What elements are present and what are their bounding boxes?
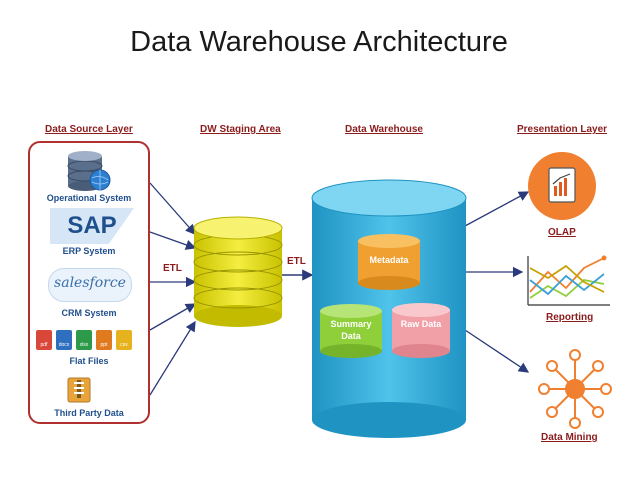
presentation-layer-header: Presentation Layer [517,124,608,135]
sap-logo-text: SAP [67,212,117,239]
metadata-label: Metadata [369,255,409,265]
metadata-cylinder [358,234,420,290]
etl-label-left: ETL [163,263,182,274]
raw-data-label: Raw Data [400,319,442,329]
raw-data-cylinder [392,303,450,358]
olap-icon [528,152,596,220]
source-label-operational: Operational System [46,193,132,203]
output-arrows [464,191,530,373]
reporting-label: Reporting [546,312,594,323]
data-source-layer-header: Data Source Layer [45,124,133,135]
data-mining-network-icon [538,349,612,429]
salesforce-logo: salesforce [48,268,132,302]
etl-label-right: ETL [287,256,306,267]
staging-database-stack [193,216,283,327]
salesforce-logo-text: salesforce [54,275,126,291]
flat-files-icons: pdf docx xlsx ppt csv [36,330,146,352]
summary-data-label: Summary Data [330,319,372,341]
data-mining-label: Data Mining [541,432,598,443]
archive-file-icon [67,377,91,403]
database-icon [67,151,111,191]
page-title: Data Warehouse Architecture [130,26,508,58]
source-arrows [149,182,197,396]
csv-file-icon: csv [116,330,132,350]
summary-data-cylinder [320,304,382,358]
source-label-third-party: Third Party Data [54,408,124,418]
source-label-flat-files: Flat Files [69,356,109,366]
staging-area-header: DW Staging Area [200,124,281,135]
pdf-file-icon: pdf [36,330,52,350]
docx-file-icon: docx [56,330,72,350]
ppt-file-icon: ppt [96,330,112,350]
reporting-chart-icon [527,255,610,306]
xlsx-file-icon: xlsx [76,330,92,350]
data-warehouse-header: Data Warehouse [345,124,423,135]
olap-label: OLAP [548,227,576,238]
data-source-panel [28,141,150,424]
source-label-erp: ERP System [62,246,116,256]
source-label-crm: CRM System [61,308,117,318]
